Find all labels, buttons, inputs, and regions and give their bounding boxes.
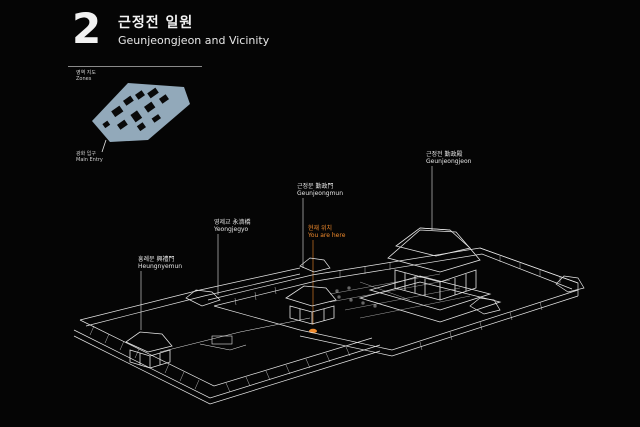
label-geunjeongmun-en: Geunjeongmun — [297, 190, 344, 197]
label-yeongjegyo-en: Yeongjegyo — [214, 226, 249, 233]
label-heungnyemun-ko: 흥례문 興禮門 — [138, 256, 175, 263]
zones-inset-map — [92, 83, 190, 153]
palace-compound — [73, 227, 585, 405]
label-you-are-here-ko: 현재 위치 — [308, 225, 332, 232]
label-geunjeongmun-ko: 근정문 勤政門 — [297, 183, 334, 190]
label-you-are-here-en: You are here — [308, 232, 346, 239]
section-number: 2 — [72, 4, 102, 53]
label-geunjeongjeon-ko: 근정전 勤政殿 — [426, 151, 463, 158]
header-divider — [68, 66, 202, 67]
inset-zones-label-en: Zones — [76, 76, 92, 82]
inset-entry-label-ko: 광화 입구 — [76, 151, 96, 157]
label-geunjeongjeon-en: Geunjeongjeon — [426, 158, 472, 165]
inset-zones-label-ko: 영역 지도 — [76, 70, 96, 76]
inset-entry-label-en: Main Entry — [76, 157, 103, 163]
label-heungnyemun-en: Heungnyemun — [138, 263, 183, 270]
section-title-korean: 근정전 일원 — [118, 15, 194, 31]
section-title-english: Geunjeongjeon and Vicinity — [118, 34, 270, 47]
label-yeongjegyo-ko: 영제교 永濟橋 — [214, 219, 251, 226]
